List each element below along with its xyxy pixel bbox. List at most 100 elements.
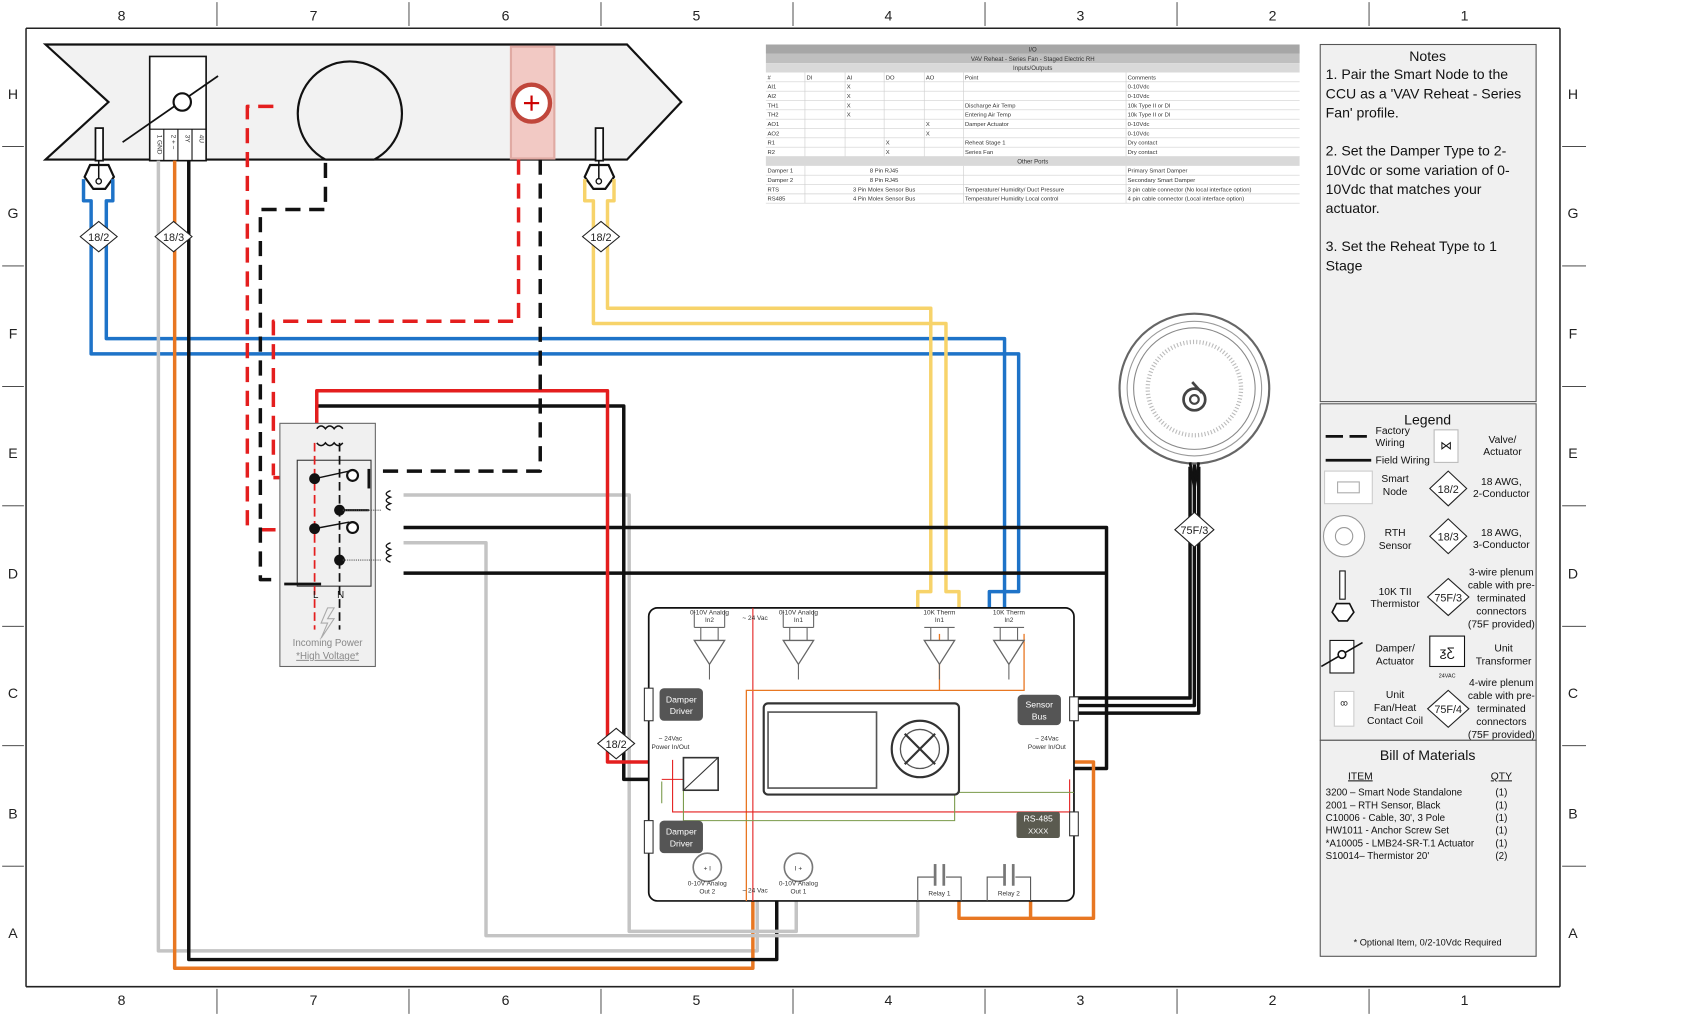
- legend-tag-75f-4: 75F/4 4-wire plenum cable with pre- term…: [1426, 678, 1535, 741]
- io-table-port-cell: Temperature/ Humidity/ Duct Pressure: [965, 187, 1064, 193]
- relay-terminal-icon: [334, 554, 345, 566]
- svg-text:Node: Node: [1383, 487, 1408, 498]
- svg-text:4-wire plenum: 4-wire plenum: [1469, 678, 1534, 689]
- row-label-left: C: [8, 685, 18, 701]
- wire-tag-18-2: 18/2: [596, 727, 636, 760]
- io-table-header-cell: DO: [886, 75, 895, 81]
- svg-text:Actuator: Actuator: [1376, 656, 1415, 667]
- neutral-label: N: [337, 590, 344, 601]
- wire-tag-18-2: 18/2: [79, 220, 119, 253]
- io-table-port-cell: Damper 1: [768, 169, 794, 175]
- io-table-row-cell: X: [886, 150, 890, 156]
- note-line: Stage: [1326, 257, 1363, 273]
- col-label-top: 8: [118, 8, 126, 24]
- line-label: L: [313, 590, 319, 601]
- bom-col-qty: QTY: [1491, 771, 1512, 782]
- col-label-bottom: 3: [1077, 992, 1085, 1008]
- io-table-subtitle: [765, 53, 1300, 64]
- col-label-bottom: 6: [502, 992, 510, 1008]
- legend-field-wiring: Field Wiring: [1325, 455, 1430, 466]
- high-voltage-warning: *High Voltage*: [296, 651, 359, 662]
- bom-qty: (1): [1495, 788, 1507, 799]
- svg-text:10K Therm: 10K Therm: [993, 609, 1025, 616]
- io-table-port-cell: RS485: [768, 197, 786, 203]
- bom-qty: (1): [1495, 800, 1507, 811]
- io-table-row-cell: 0-10Vdc: [1128, 122, 1150, 128]
- fan-blower-icon: [296, 60, 403, 161]
- bom-item: C10006 - Cable, 30', 3 Pole: [1326, 813, 1445, 824]
- power-label: ~ 24Vac: [659, 735, 683, 742]
- damper-driver-2: Damper Driver: [643, 820, 703, 854]
- svg-text:10K TII: 10K TII: [1379, 587, 1412, 598]
- row-label-left: E: [8, 445, 17, 461]
- io-table-row-cell: Dry contact: [1128, 150, 1158, 156]
- svg-text:Driver: Driver: [670, 706, 693, 716]
- io-table-row-cell: R1: [768, 141, 775, 147]
- field-wiring: [81, 160, 1201, 970]
- lightning-bolt-icon: [320, 607, 336, 639]
- row-label-right: G: [1568, 205, 1579, 221]
- wire-tag-18-3: 18/3: [154, 220, 193, 253]
- io-table-subtitle-label: VAV Reheat - Series Fan - Staged Electri…: [971, 57, 1095, 63]
- legend-panel: Legend Factory Wiring Field Wiring ⋈ Val…: [1319, 403, 1537, 741]
- svg-text:ƺƸ: ƺƸ: [1440, 645, 1455, 660]
- power-label: Power In/Out: [651, 744, 689, 751]
- terminal-label: 3Y: [184, 135, 191, 144]
- incoming-power-box: L N Incoming Power *High Voltage*: [279, 422, 393, 668]
- svg-text:0-10V Analog: 0-10V Analog: [690, 609, 729, 616]
- note-line: 3. Set the Reheat Type to 1: [1326, 238, 1497, 254]
- col-label-bottom: 1: [1461, 992, 1469, 1008]
- bom-qty: (1): [1495, 826, 1507, 837]
- thermistor-input-1: 10K Therm In1: [923, 609, 956, 680]
- svg-text:In1: In1: [935, 617, 944, 624]
- io-table-row-cell: AO1: [768, 122, 780, 128]
- io-table-row-cell: 0-10Vdc: [1128, 94, 1150, 100]
- svg-text:0-10V Analog: 0-10V Analog: [688, 881, 727, 888]
- svg-text:18/2: 18/2: [590, 232, 611, 244]
- col-label-bottom: 7: [310, 992, 318, 1008]
- svg-text:RTH: RTH: [1385, 528, 1406, 539]
- svg-text:18/2: 18/2: [1438, 484, 1459, 496]
- bom-footnote: * Optional Item, 0/2-10Vdc Required: [1354, 937, 1502, 947]
- svg-text:Fan/Heat: Fan/Heat: [1374, 703, 1416, 714]
- row-label-left: B: [8, 805, 17, 821]
- power-label: Power In/Out: [1028, 744, 1066, 751]
- bom-item: HW1011 - Anchor Screw Set: [1326, 826, 1450, 837]
- svg-text:3-wire plenum: 3-wire plenum: [1469, 567, 1534, 578]
- svg-text:Relay 2: Relay 2: [998, 891, 1020, 898]
- note-line: 2. Set the Damper Type to 2-: [1326, 143, 1507, 159]
- note-line: 10Vdc that matches your: [1326, 181, 1482, 197]
- io-table-row-cell: Dry contact: [1128, 141, 1158, 147]
- io-table-port-cell: Temperature/ Humidity Local control: [965, 197, 1059, 203]
- svg-text:Unit: Unit: [1386, 690, 1404, 701]
- io-table-port-cell: 4 pin cable connector (Local interface o…: [1128, 197, 1245, 203]
- col-label-top: 7: [310, 8, 318, 24]
- analog-output-2: + I 0-10V Analog Out 2: [688, 852, 727, 895]
- io-table-port-cell: 3 pin cable connector (No local interfac…: [1128, 187, 1252, 193]
- io-table-section: [765, 156, 1300, 166]
- col-label-top: 3: [1077, 8, 1085, 24]
- col-label-bottom: 4: [885, 992, 893, 1008]
- svg-text:Unit: Unit: [1494, 643, 1512, 654]
- row-label-right: E: [1568, 445, 1577, 461]
- svg-text:terminated: terminated: [1477, 704, 1526, 715]
- svg-text:18/3: 18/3: [163, 232, 184, 244]
- rs485-port: RS-485 XXXX: [1016, 811, 1079, 838]
- svg-text:Bus: Bus: [1032, 712, 1048, 722]
- terminal-label: 2 + ~: [169, 135, 176, 150]
- bom-item: *A10005 - LMB24-SR-T.1 Actuator: [1326, 838, 1475, 849]
- svg-text:Smart: Smart: [1381, 474, 1409, 485]
- row-label-right: H: [1568, 86, 1578, 102]
- io-table-title: [765, 44, 1300, 54]
- notes-title: Notes: [1409, 48, 1446, 64]
- io-table-row-cell: R2: [768, 150, 775, 156]
- rth-sensor-icon: [1118, 312, 1271, 489]
- thermistor-right-icon: [583, 127, 616, 190]
- svg-text:75F/4: 75F/4: [1434, 704, 1462, 716]
- legend-thermistor: 10K TII Thermistor: [1331, 570, 1420, 622]
- svg-text:connectors: connectors: [1476, 606, 1526, 617]
- svg-text:Thermistor: Thermistor: [1370, 599, 1420, 610]
- io-table-row-cell: AO2: [768, 131, 780, 137]
